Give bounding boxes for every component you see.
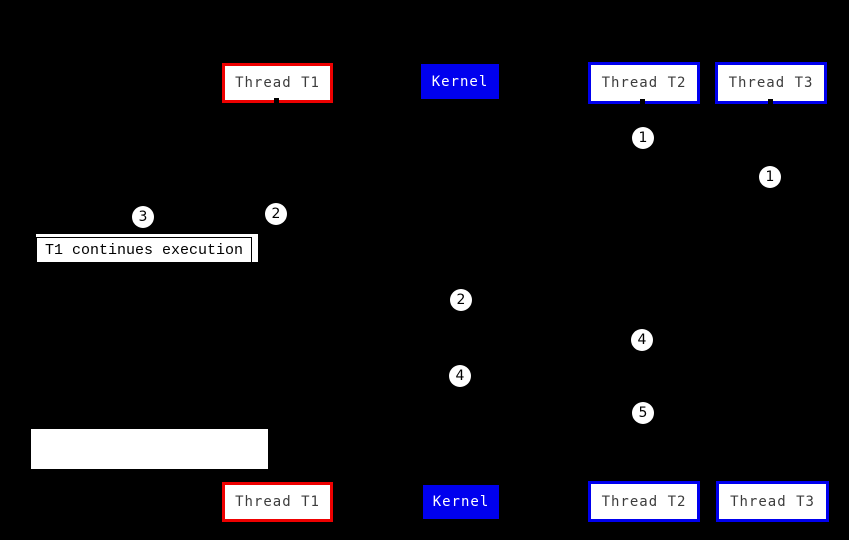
thread-t1-box-bottom: Thread T1 xyxy=(222,482,333,522)
thread-t2-label: Thread T2 xyxy=(601,75,687,91)
t1-continues-label-box: T1 continues execution xyxy=(36,237,252,263)
lifeline-stub-t3-top xyxy=(768,99,773,104)
step-number: 2 xyxy=(456,292,466,308)
step-marker-5-t2: 5 xyxy=(632,402,654,424)
step-marker-4-t2: 4 xyxy=(631,329,653,351)
lifeline-stub-t1-top xyxy=(274,98,279,103)
thread-t3-box-bottom: Thread T3 xyxy=(716,481,829,522)
thread-t2-box-top: Thread T2 xyxy=(588,62,700,104)
lifeline-stub-t2-top xyxy=(640,99,645,104)
thread-t1-label: Thread T1 xyxy=(235,75,320,91)
thread-t1-label: Thread T1 xyxy=(235,494,320,510)
step-number: 3 xyxy=(138,209,148,225)
thread-t2-box-bottom: Thread T2 xyxy=(588,481,700,522)
step-marker-2-t1: 2 xyxy=(265,203,287,225)
thread-t1-box-top: Thread T1 xyxy=(222,63,333,103)
step-number: 4 xyxy=(455,368,465,384)
t1-continues-label: T1 continues execution xyxy=(44,241,244,259)
kernel-label: Kernel xyxy=(432,494,490,510)
thread-t3-label: Thread T3 xyxy=(728,75,814,91)
step-number: 5 xyxy=(638,405,648,421)
step-marker-3-t1: 3 xyxy=(132,206,154,228)
step-marker-1-t2: 1 xyxy=(632,127,654,149)
thread-t3-label: Thread T3 xyxy=(730,493,815,510)
step-marker-2-kernel: 2 xyxy=(450,289,472,311)
step-number: 1 xyxy=(765,169,775,185)
kernel-label: Kernel xyxy=(431,73,489,90)
kernel-box-top: Kernel xyxy=(421,64,499,99)
kernel-box-bottom: Kernel xyxy=(423,485,499,519)
thread-t3-box-top: Thread T3 xyxy=(715,62,827,104)
step-marker-1-t3: 1 xyxy=(759,166,781,188)
step-number: 4 xyxy=(637,332,647,348)
step-marker-4-kernel: 4 xyxy=(449,365,471,387)
step-number: 1 xyxy=(638,130,648,146)
step-number: 2 xyxy=(271,206,281,222)
thread-t2-label: Thread T2 xyxy=(601,493,687,510)
empty-label-box xyxy=(31,429,268,469)
